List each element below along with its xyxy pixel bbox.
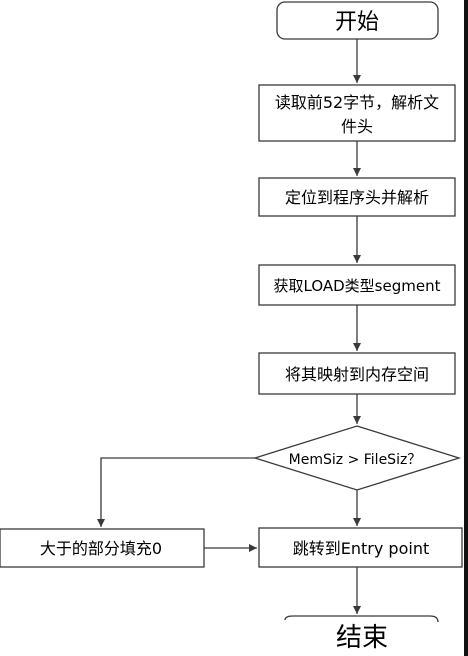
map-memory-label: 将其映射到内存空间: [285, 365, 429, 384]
end-label: 结束: [336, 623, 388, 653]
end-terminator: [284, 615, 439, 623]
program-header-label: 定位到程序头并解析: [285, 188, 429, 207]
read-header-label-line1: 读取前52字节，解析文: [275, 93, 439, 112]
start-label: 开始: [335, 10, 379, 35]
jump-box: [258, 527, 463, 568]
read-header-box: [258, 84, 456, 142]
decision-label: MemSiz > FileSiz？: [289, 452, 422, 468]
read-header-label-line2: 件头: [341, 117, 373, 136]
get-load-label: 获取LOAD类型segment: [274, 277, 441, 295]
jump-label: 跳转到Entry point: [293, 539, 429, 558]
connector-decision-to-fill-zero: [97, 457, 255, 527]
window-edge: [464, 0, 468, 656]
fill-zero-box: [0, 528, 205, 568]
map-memory-box: [258, 352, 456, 395]
get-load-box: [258, 264, 456, 306]
fill-zero-label: 大于的部分填充0: [40, 539, 162, 558]
